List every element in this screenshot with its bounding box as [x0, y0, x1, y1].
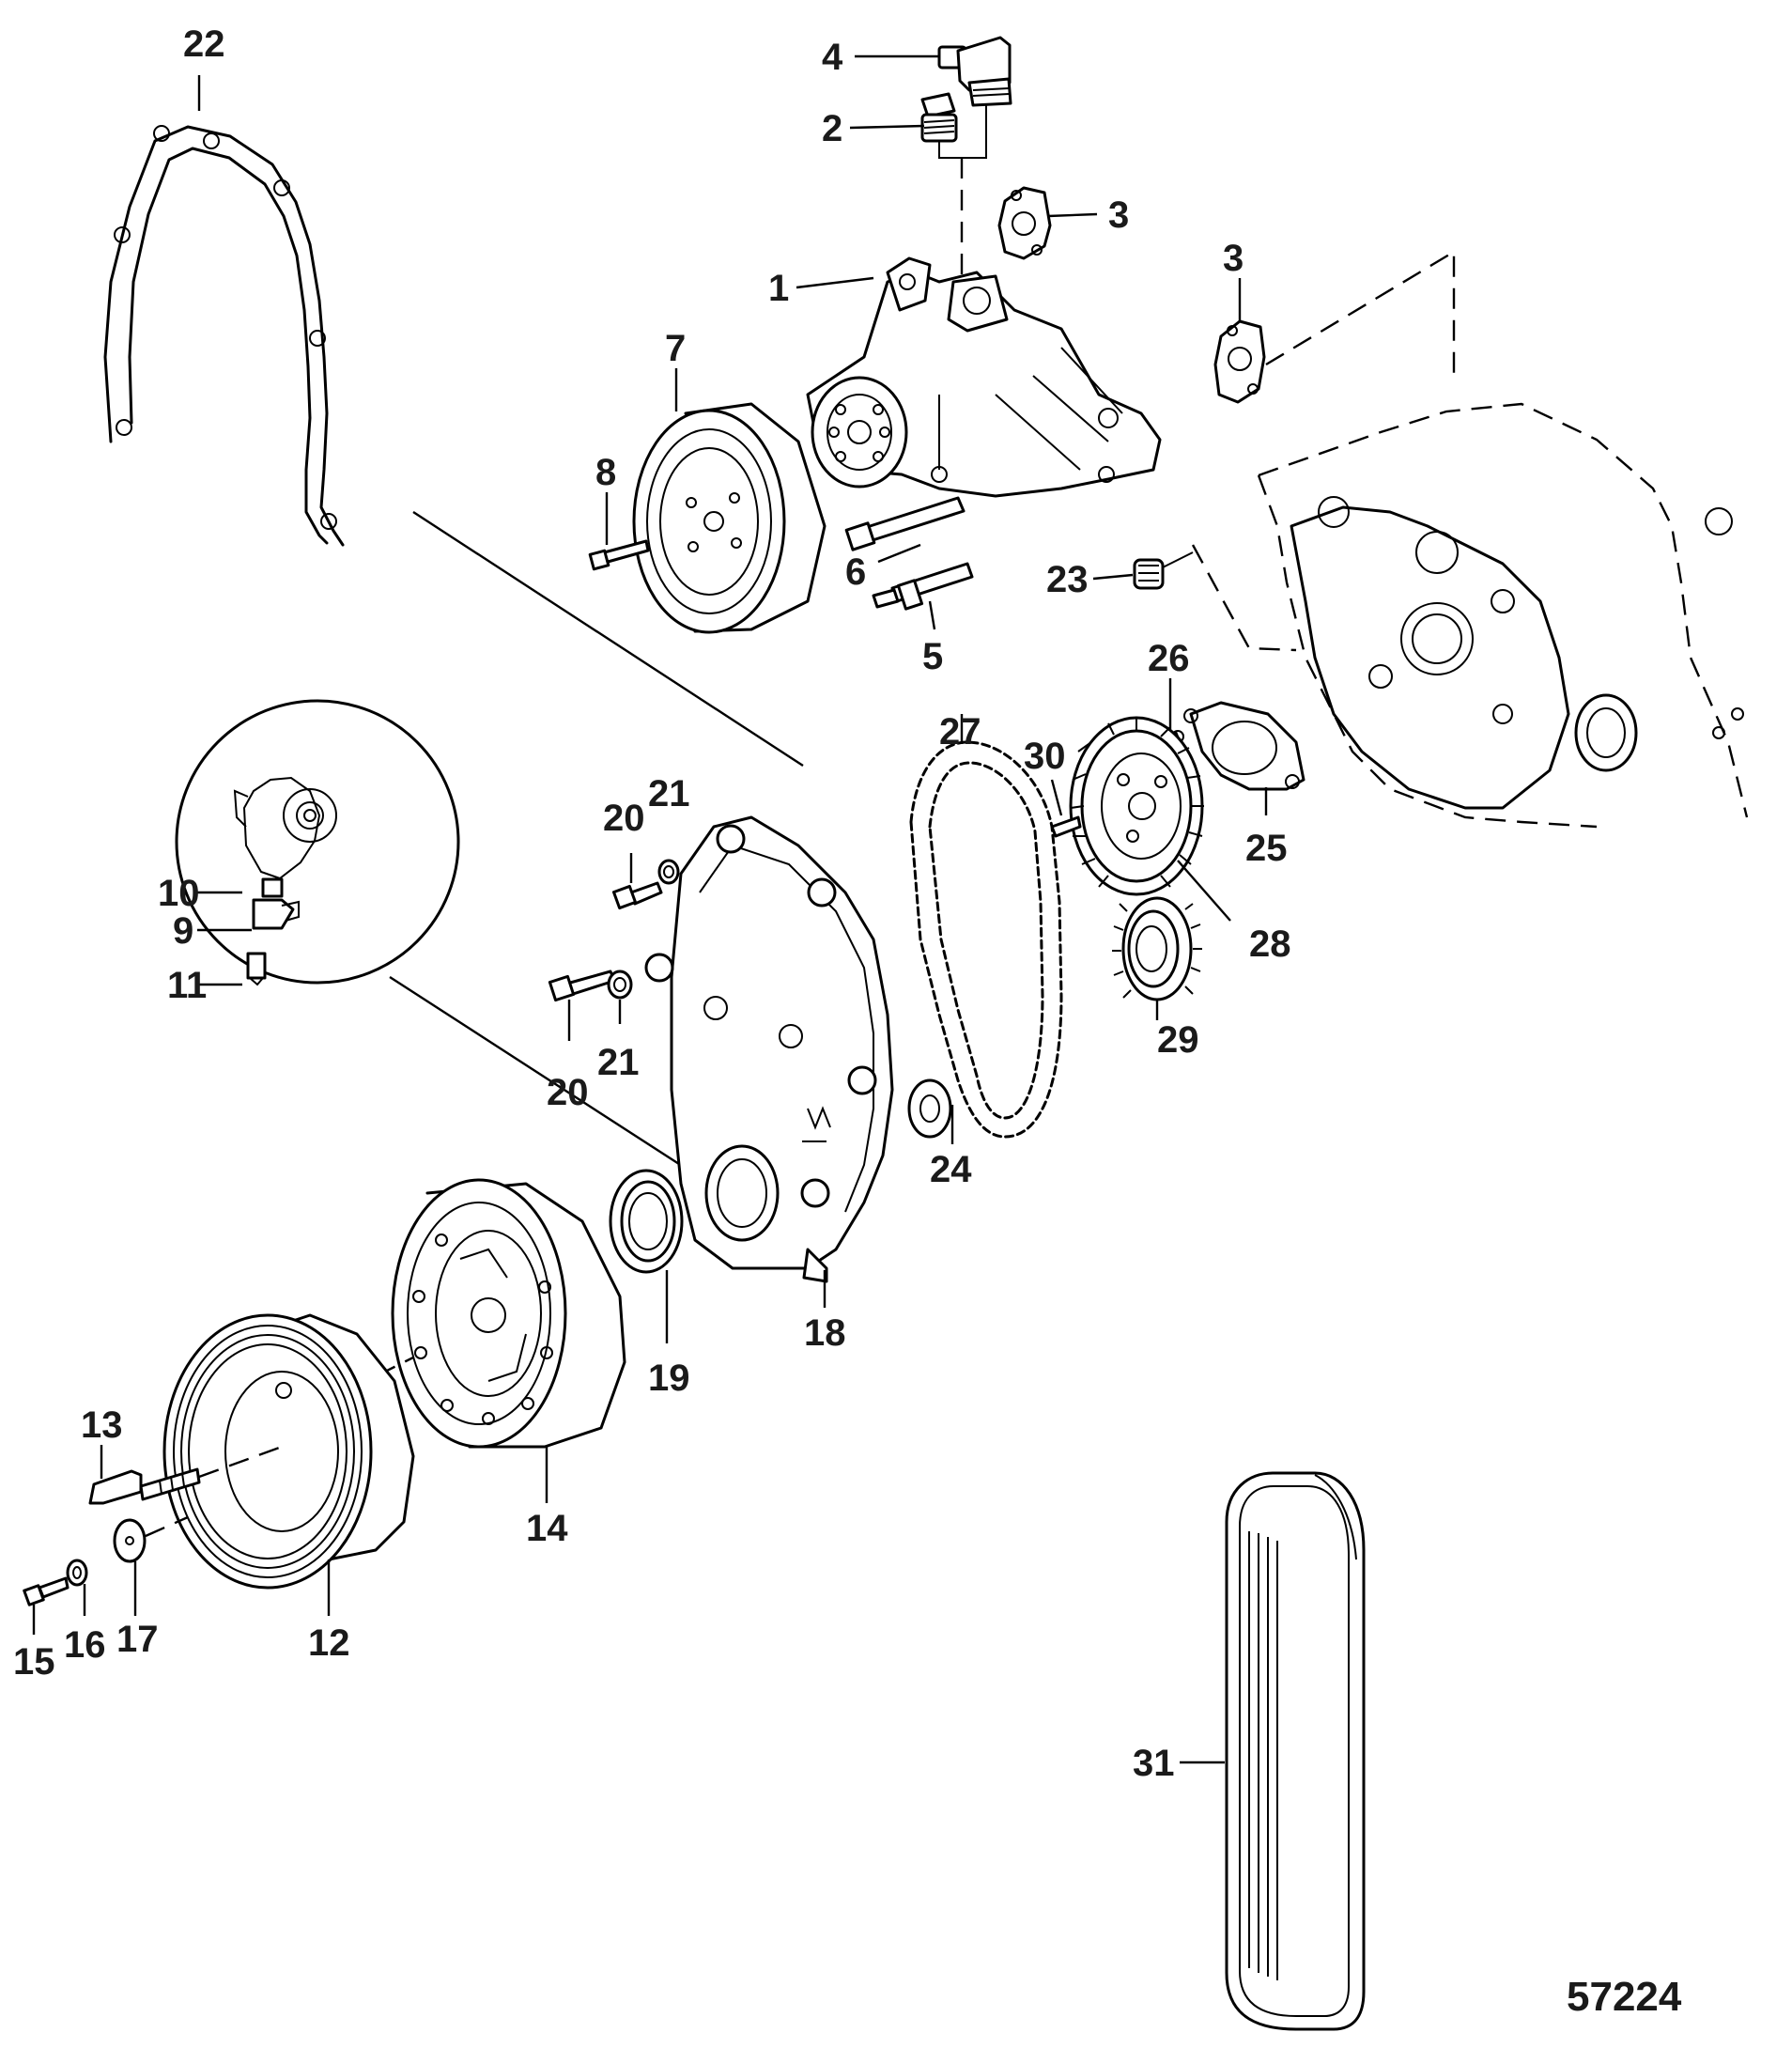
label-13: 13	[81, 1404, 123, 1446]
pump-stud	[872, 562, 974, 630]
small-bolt	[23, 1576, 70, 1606]
gasket-alignment-line	[412, 510, 804, 768]
label-3-right: 3	[1223, 238, 1244, 279]
label-15: 15	[13, 1641, 55, 1683]
pump-gasket-left	[997, 186, 1052, 260]
harmonic-balancer	[391, 1178, 626, 1449]
label-18: 18	[804, 1312, 846, 1354]
crank-pulley	[162, 1313, 415, 1590]
label-28: 28	[1249, 923, 1291, 965]
pulley-bolt	[588, 492, 650, 571]
label-1: 1	[768, 268, 789, 309]
cover-gasket	[103, 125, 345, 547]
cover-washer-upper	[657, 859, 680, 885]
label-2: 2	[822, 108, 842, 149]
callout-labels: 22 4 2 3 3 1 7 8 6 5 23 26 27 30 25 28 2…	[13, 23, 1682, 2020]
pipe-plug	[920, 92, 958, 143]
sprocket-bolt	[1050, 815, 1082, 838]
lock-washer	[66, 1559, 88, 1587]
label-6: 6	[845, 551, 866, 593]
label-20-upper: 20	[603, 798, 645, 839]
label-20-lower: 20	[547, 1072, 589, 1113]
label-21-upper: 21	[648, 773, 690, 815]
balancer-bolt	[88, 1467, 201, 1505]
pump-gasket-right	[1213, 319, 1266, 404]
label-24: 24	[930, 1149, 972, 1190]
cover-bolt-lower	[548, 970, 616, 1002]
sensor-inset	[175, 699, 460, 986]
drive-belt	[1225, 1471, 1366, 2031]
label-27: 27	[939, 711, 981, 752]
label-5: 5	[922, 636, 943, 677]
block-fitting	[1133, 551, 1194, 590]
label-30: 30	[1024, 736, 1066, 777]
pump-pulley	[632, 402, 826, 634]
label-22: 22	[183, 23, 225, 65]
crank-seal	[609, 1169, 684, 1274]
cover-bolt-upper	[611, 881, 663, 910]
label-31: 31	[1133, 1743, 1175, 1784]
front-cover	[644, 815, 894, 1283]
label-7: 7	[665, 328, 686, 369]
figure-number: 57224	[1567, 1974, 1682, 2020]
timing-chain	[909, 740, 1063, 1139]
elbow-fitting	[937, 36, 1012, 107]
label-12: 12	[308, 1622, 350, 1664]
label-4: 4	[822, 37, 843, 78]
label-29: 29	[1157, 1019, 1199, 1061]
cam-sprocket	[1069, 716, 1204, 896]
label-9: 9	[173, 910, 193, 952]
label-25: 25	[1245, 828, 1288, 869]
inset-alignment-line	[389, 975, 696, 1176]
crank-slinger	[907, 1078, 952, 1139]
label-8: 8	[595, 452, 616, 493]
label-11: 11	[167, 965, 207, 1006]
label-21-lower: 21	[597, 1042, 640, 1083]
pump-bolt	[844, 496, 966, 551]
label-16: 16	[64, 1624, 106, 1666]
label-17: 17	[116, 1619, 159, 1660]
cam-retainer	[1183, 701, 1305, 791]
cover-washer-lower	[607, 970, 633, 1000]
label-10: 10	[158, 873, 200, 914]
label-3-left: 3	[1108, 194, 1129, 236]
label-19: 19	[648, 1358, 690, 1399]
label-26: 26	[1148, 638, 1190, 679]
engine-block	[1257, 402, 1749, 829]
balancer-washer	[113, 1518, 147, 1563]
label-23: 23	[1046, 559, 1089, 600]
water-pump	[806, 256, 1162, 498]
crank-sprocket	[1112, 896, 1202, 1001]
label-14: 14	[526, 1508, 568, 1549]
